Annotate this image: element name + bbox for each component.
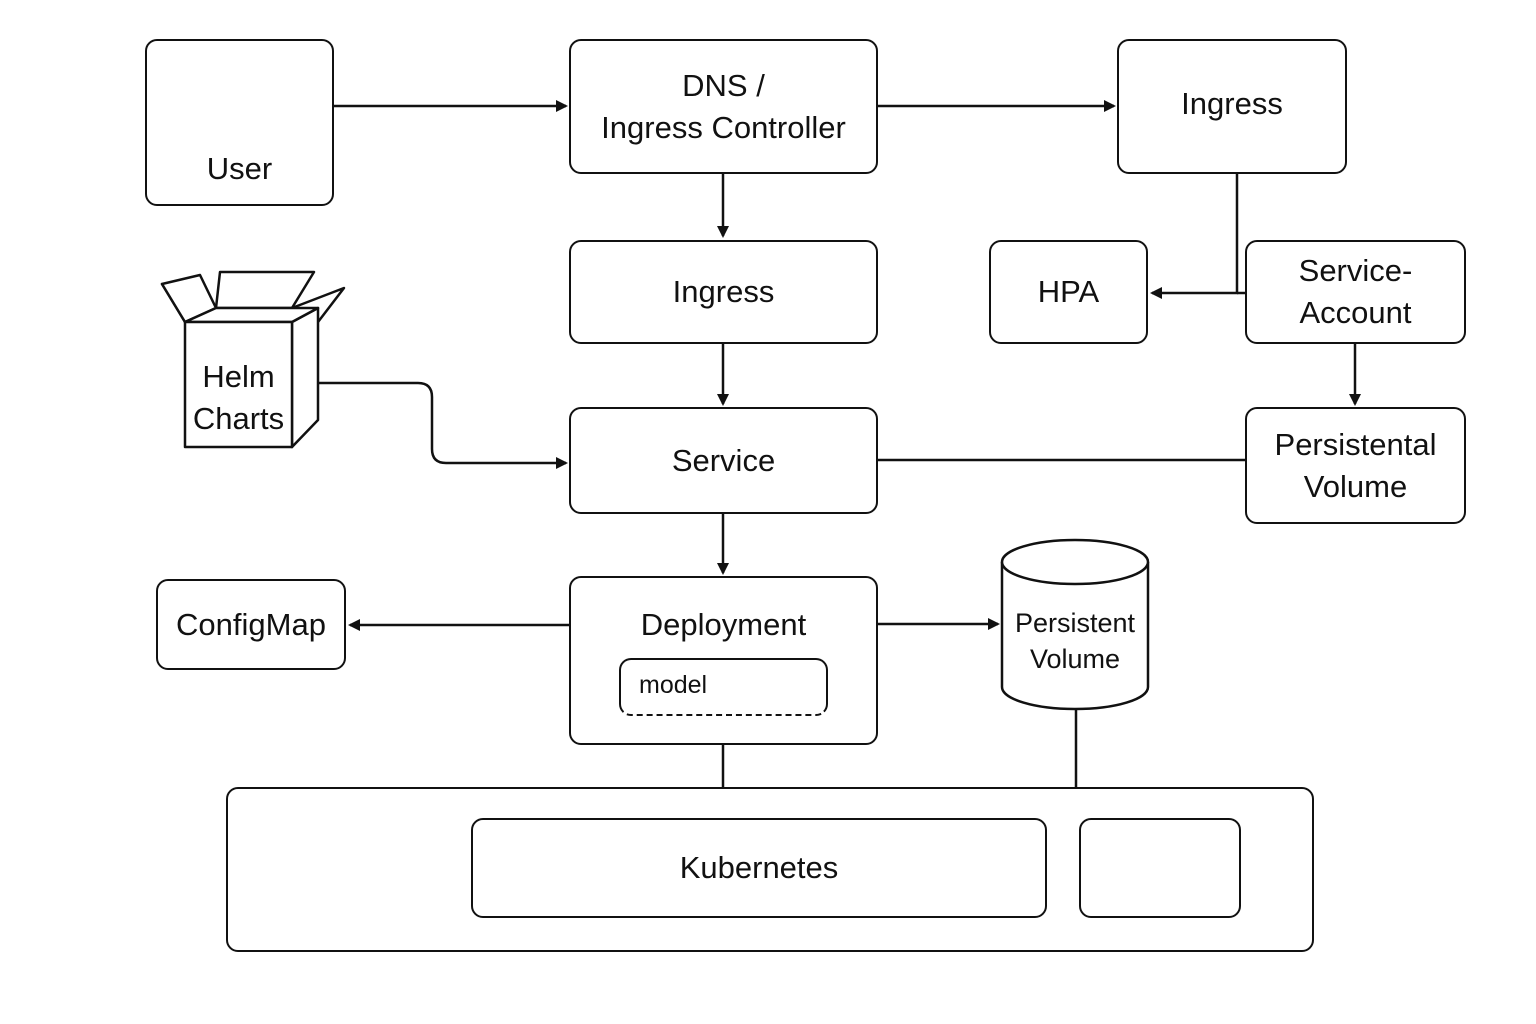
persistent-volume-cylinder-icon xyxy=(1000,538,1150,711)
hpa-label: HPA xyxy=(1037,274,1100,310)
kubernetes-label: Kubernetes xyxy=(679,850,839,886)
persistent-volume-label: Persistent Volume xyxy=(1000,605,1150,678)
helm-box-icon xyxy=(160,270,346,449)
configmap-node: ConfigMap xyxy=(156,579,346,670)
edge-helm-service xyxy=(318,381,568,469)
persistental-volume-node: Persistental Volume xyxy=(1245,407,1466,524)
service-account-line1: Service- xyxy=(1298,253,1413,289)
ingress-node: Ingress xyxy=(569,240,878,344)
pv-label-line1: Persistent xyxy=(1014,608,1136,638)
dns-ingress-controller-node: DNS / Ingress Controller xyxy=(569,39,878,174)
empty-node xyxy=(1079,818,1241,918)
configmap-label: ConfigMap xyxy=(176,606,326,642)
model-container: model xyxy=(619,658,828,716)
kubernetes-node: Kubernetes xyxy=(471,818,1047,918)
dns-label-line1: DNS / xyxy=(682,67,765,103)
edge-ingress-top-hpa xyxy=(1150,174,1239,299)
ingress-top-node: Ingress xyxy=(1117,39,1347,174)
ingress-label: Ingress xyxy=(672,274,775,310)
deployment-label: Deployment xyxy=(640,607,807,642)
service-node: Service xyxy=(569,407,878,514)
dns-label-line2: Ingress Controller xyxy=(601,109,846,145)
service-label: Service xyxy=(671,442,776,478)
helm-charts-label: Helm Charts xyxy=(185,356,292,440)
user-label: User xyxy=(206,151,273,187)
persistental-line1: Persistental xyxy=(1274,426,1437,462)
user-node: User xyxy=(145,39,334,206)
model-label: model xyxy=(639,671,708,699)
deployment-node: Deployment xyxy=(569,576,878,745)
hpa-node: HPA xyxy=(989,240,1148,344)
helm-label-line2: Charts xyxy=(192,400,285,436)
persistental-line2: Volume xyxy=(1303,468,1408,504)
pv-label-line2: Volume xyxy=(1029,644,1121,675)
service-account-line2: Account xyxy=(1299,295,1412,330)
ingress-top-label: Ingress xyxy=(1181,86,1283,121)
helm-label-line1: Helm xyxy=(202,359,275,394)
service-account-node: Service- Account xyxy=(1245,240,1466,344)
